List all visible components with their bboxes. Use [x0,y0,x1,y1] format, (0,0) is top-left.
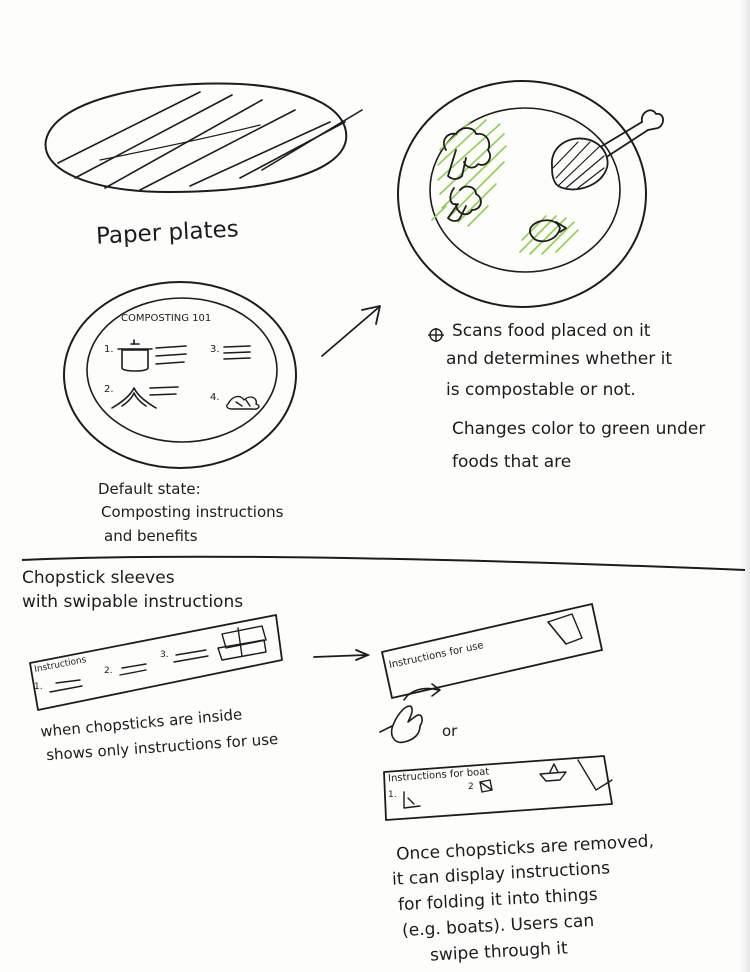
scraps-icon [226,395,260,410]
chopstick-tips-icon [217,625,267,661]
default-state-line-2: Composting instructions [101,503,284,521]
plate-title: COMPOSTING 101 [121,313,212,324]
step-number-3: 3. [210,344,220,355]
section-divider [21,555,746,571]
default-state-line-1: Default state: [98,480,201,498]
chopstick-heading-line-2: with swipable instructions [22,592,244,612]
fold-step-icon [403,791,421,809]
swipe-hand-icon [379,683,441,744]
sleeve-use [381,603,603,699]
arrow-to-sleeves [313,649,371,661]
boat-step-2: 2 [468,782,474,792]
step-number-2: 2. [104,384,114,395]
arrow-to-scan-plate [321,305,381,357]
change-note-line-2: foods that are [452,452,572,472]
boat-step-1: 1. [388,790,397,800]
sleeve-boat [383,755,613,821]
paper-boat-icon [539,763,567,782]
default-state-plate [63,281,297,469]
scan-note-line-1: Scans food placed on it [452,321,651,341]
default-state-line-3: and benefits [104,527,198,545]
page-edge-shadow [738,0,750,972]
scan-note-line-3: is compostable or not. [446,380,636,400]
broccoli-icon [443,127,491,222]
scanning-plate [397,80,647,308]
chopstick-heading-line-1: Chopstick sleeves [22,568,175,588]
peel-icon [111,387,157,409]
sleeve-step-2: 2. [104,666,113,676]
scan-note-line-2: and determines whether it [446,349,673,369]
drumstick-icon [551,109,664,191]
sleeve-step-1: 1. [34,682,43,692]
sleeve-default [29,614,283,711]
sleeve-step-3: 3. [160,650,169,660]
tilted-paper-plate-illustration [44,82,363,193]
strawberry-icon [529,219,567,243]
or-label: or [442,722,458,740]
fold-square-icon [479,779,493,793]
step-number-1: 1. [104,344,114,355]
step-number-4: 4. [210,392,220,403]
change-note-line-1: Changes color to green under [452,419,706,439]
drumstick-hatching [552,141,605,189]
pot-icon [117,339,153,372]
scribble-bullet-icon [428,328,444,342]
green-compostable-highlights [431,119,579,255]
